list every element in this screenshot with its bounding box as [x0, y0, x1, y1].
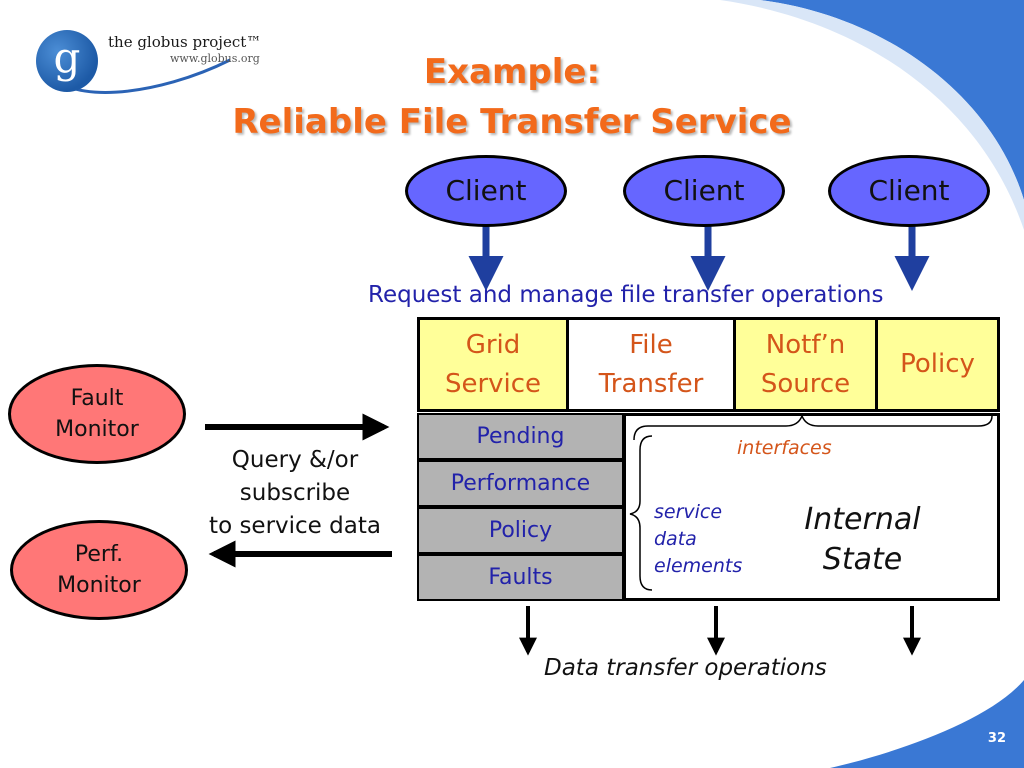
sde-row-performance: Performance: [417, 460, 624, 507]
fault-monitor-node: Fault Monitor: [8, 364, 186, 464]
globus-logo-icon: g: [36, 30, 98, 92]
perf-monitor-node: Perf. Monitor: [10, 520, 188, 620]
corner-swoosh-top: [760, 0, 1024, 200]
interfaces-brace: [633, 416, 993, 441]
slide-title-line2: Reliable File Transfer Service: [232, 102, 792, 142]
notification-source-cell: Notf’n Source: [733, 317, 878, 412]
grid-service-cell: Grid Service: [417, 317, 569, 412]
sde-row-faults: Faults: [417, 554, 624, 601]
sde-brace: [629, 435, 653, 591]
client-node: Client: [405, 155, 567, 227]
corner-swoosh-top-light: [720, 0, 1024, 230]
data-transfer-label: Data transfer operations: [544, 655, 827, 681]
policy-cell: Policy: [875, 317, 1000, 412]
page-number: 32: [987, 731, 1006, 746]
brace-shapes: [629, 416, 993, 591]
internal-state-label: Internal State: [804, 502, 921, 577]
interfaces-label: interfaces: [737, 437, 832, 459]
file-transfer-cell: File Transfer: [566, 317, 736, 412]
logo-name: the globus project™: [108, 33, 262, 51]
query-label: Query &/or subscribe to service data: [209, 447, 381, 539]
client-node: Client: [828, 155, 990, 227]
logo-url: www.globus.org: [170, 52, 260, 65]
sde-row-pending: Pending: [417, 413, 624, 460]
sde-label: service data elements: [654, 501, 743, 577]
sde-row-policy: Policy: [417, 507, 624, 554]
slide-title-line1: Example:: [423, 52, 601, 92]
request-label: Request and manage file transfer operati…: [368, 282, 884, 308]
corner-swoosh-bottom: [830, 680, 1024, 768]
client-node: Client: [623, 155, 785, 227]
internal-state-box: [623, 413, 1000, 601]
